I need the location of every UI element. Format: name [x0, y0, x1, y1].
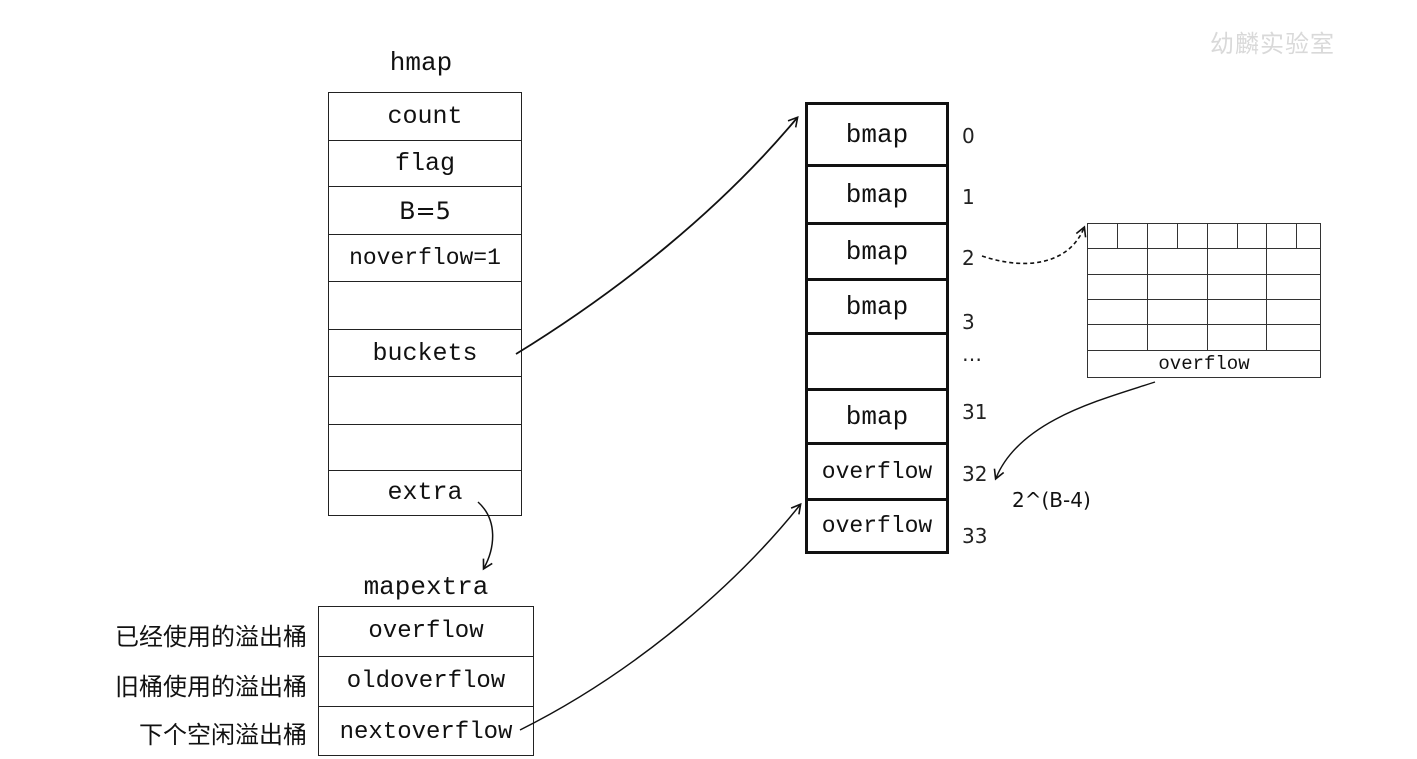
grid-hline [1088, 350, 1320, 351]
mapextra-field-nextoverflow: nextoverflow [339, 718, 513, 746]
bucket-index-32: 32 [962, 462, 988, 486]
mapextra-field-overflow: overflow [319, 607, 533, 657]
bucket-index-3: 3 [962, 310, 975, 334]
bucket-index-31: 31 [962, 400, 988, 424]
bucket-33-overflow: overflow [821, 512, 933, 539]
hmap-title: hmap [389, 48, 453, 78]
label-next-free-overflow: 下个空闲溢出桶 [139, 721, 307, 749]
bucket-31: bmap [808, 391, 946, 445]
grid-vline [1177, 224, 1178, 248]
arrow-bucket2-to-grid [981, 225, 1087, 265]
bucket-index-0: 0 [962, 124, 975, 148]
bmap-detail-overflow: overflow [1158, 352, 1250, 375]
bucket-index-1: 1 [962, 185, 975, 209]
grid-hline [1088, 299, 1320, 300]
grid-vline [1266, 224, 1267, 350]
bucket-32-overflow: overflow [808, 445, 946, 501]
grid-hline [1088, 274, 1320, 275]
bucket-0: bmap [808, 105, 946, 167]
arrow-extra-to-mapextra [477, 501, 494, 571]
hmap-field-count: count [329, 93, 521, 141]
grid-vline [1117, 224, 1118, 248]
bucket-2: bmap [808, 225, 946, 281]
bucket-1: bmap [808, 167, 946, 225]
hmap-field-empty-2 [329, 377, 521, 425]
bucket-index-ellipsis: … [962, 342, 982, 366]
hmap-field-empty-3 [329, 425, 521, 471]
grid-vline [1147, 224, 1148, 350]
overflow-count-formula: 2^(B-4) [1012, 488, 1091, 512]
hmap-struct: count flag B=5 noverflow=1 buckets extra [328, 92, 522, 516]
grid-vline [1237, 224, 1238, 248]
arrow-nextoverflow-to-overflow [519, 502, 802, 731]
hmap-field-extra: extra [387, 478, 463, 507]
hmap-field-flag: flag [329, 141, 521, 187]
arrow-grid-overflow-to-32 [993, 381, 1156, 481]
grid-vline [1296, 224, 1297, 248]
arrow-buckets-to-array [515, 115, 799, 355]
bucket-array: bmap bmap bmap bmap bmap overflow overfl… [805, 102, 949, 554]
label-used-overflow: 已经使用的溢出桶 [115, 623, 307, 651]
watermark: 幼麟实验室 [1210, 30, 1335, 58]
bmap-detail-grid: overflow [1087, 223, 1321, 378]
bucket-3: bmap [808, 281, 946, 335]
hmap-field-b: B=5 [329, 187, 521, 235]
bucket-index-2: 2 [962, 246, 975, 270]
mapextra-title: mapextra [363, 572, 489, 602]
bucket-index-33: 33 [962, 524, 988, 548]
mapextra-field-oldoverflow: oldoverflow [319, 657, 533, 707]
grid-vline [1207, 224, 1208, 350]
bucket-ellipsis [808, 335, 946, 391]
hmap-field-buckets: buckets [329, 330, 521, 377]
hmap-field-noverflow: noverflow=1 [329, 235, 521, 282]
mapextra-struct: overflow oldoverflow nextoverflow [318, 606, 534, 756]
grid-hline [1088, 324, 1320, 325]
label-old-overflow: 旧桶使用的溢出桶 [115, 673, 307, 701]
grid-hline [1088, 248, 1320, 249]
hmap-field-empty-1 [329, 282, 521, 330]
